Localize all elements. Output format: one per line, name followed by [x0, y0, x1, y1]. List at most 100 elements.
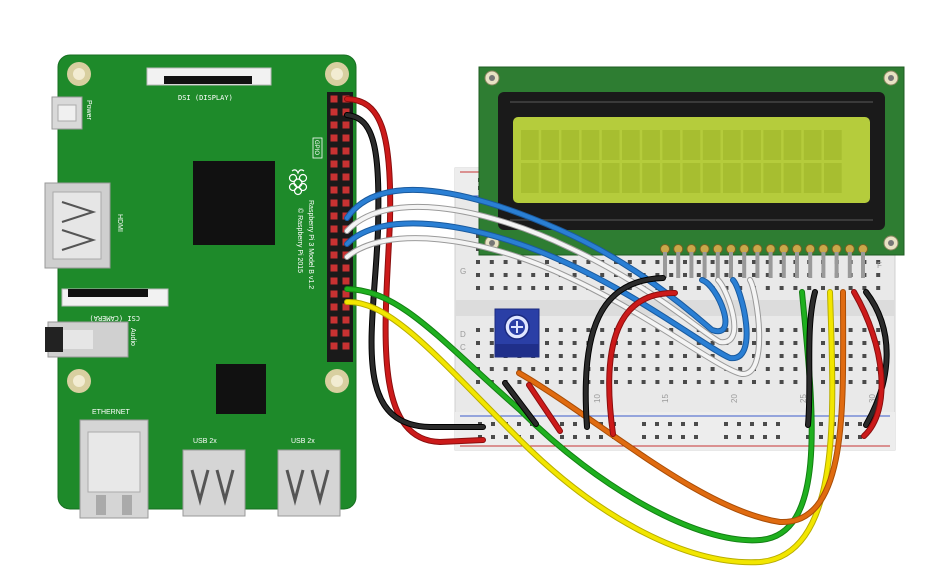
breadboard-hole	[558, 380, 563, 384]
col-number-30: 30	[868, 394, 877, 403]
col-number-20: 20	[730, 394, 739, 403]
rail-hole	[858, 422, 862, 426]
rail-hole	[776, 435, 780, 439]
gpio-pin	[342, 186, 350, 194]
breadboard-hole	[779, 341, 784, 345]
breadboard-hole	[683, 367, 687, 371]
breadboard-hole	[779, 328, 784, 332]
lcd-pin-leg	[781, 252, 786, 278]
lcd-cell	[763, 163, 782, 193]
rail-hole	[668, 422, 672, 426]
breadboard-hole	[558, 341, 563, 345]
lcd-cell	[723, 130, 741, 160]
breadboard-hole	[710, 341, 715, 345]
breadboard-hole	[545, 286, 549, 290]
gpio-pin	[342, 108, 350, 116]
gpio-pin	[330, 173, 338, 181]
lcd-cell	[783, 163, 802, 193]
gpio-pin	[330, 264, 338, 272]
breadboard-hole	[779, 354, 784, 358]
breadboard-hole	[876, 286, 881, 290]
breadboard-hole	[641, 354, 646, 358]
breadboard-hole	[627, 260, 632, 264]
breadboard-hole	[572, 354, 577, 358]
breadboard-hole	[738, 260, 743, 264]
breadboard-hole	[765, 380, 770, 384]
breadboard-hole	[696, 380, 701, 384]
lcd-cell	[561, 163, 580, 193]
breadboard-hole	[531, 273, 536, 277]
lcd-pin-leg	[715, 252, 720, 278]
power-connector: Power	[51, 96, 92, 130]
breadboard-hole	[834, 286, 839, 290]
raspberry-pi-board: DSI (DISPLAY) Power HDMI CSI (CAMERA) Au…	[44, 54, 357, 519]
soc-chip	[193, 161, 275, 245]
lcd-cell	[642, 163, 660, 193]
breadboard-hole	[862, 354, 867, 358]
lcd-pin-leg	[808, 252, 813, 278]
breadboard-hole	[489, 354, 494, 358]
breadboard-hole	[793, 341, 798, 345]
breadboard-hole	[641, 328, 646, 332]
lcd-pin-leg	[663, 252, 667, 278]
potentiometer	[494, 308, 540, 358]
rail-hole	[750, 435, 754, 439]
breadboard-hole	[531, 367, 536, 371]
breadboard-hole	[545, 328, 549, 332]
breadboard-hole	[641, 367, 646, 371]
breadboard-hole	[476, 273, 480, 277]
breadboard-hole	[669, 260, 674, 264]
breadboard-hole	[876, 260, 881, 264]
lcd-pin-leg	[821, 252, 826, 278]
breadboard-hole	[765, 260, 770, 264]
breadboard-hole	[572, 341, 577, 345]
gpio-pin	[330, 199, 338, 207]
breadboard-hole	[614, 380, 618, 384]
breadboard-hole	[765, 286, 770, 290]
breadboard-hole	[765, 354, 770, 358]
usb-right-label: USB 2x	[291, 438, 315, 445]
breadboard-hole	[862, 286, 867, 290]
rail-hole	[599, 435, 603, 439]
gpio-pin	[330, 95, 338, 103]
rail-hole	[573, 435, 577, 439]
rail-hole	[642, 422, 646, 426]
row-letter-g: G	[460, 267, 466, 276]
gpio-pin	[342, 277, 350, 285]
rail-hole	[530, 435, 534, 439]
breadboard-hole	[503, 367, 508, 371]
breadboard-hole	[655, 260, 660, 264]
rail-hole	[655, 422, 659, 426]
lcd-pin-leg	[755, 252, 760, 278]
breadboard-hole	[752, 273, 756, 277]
breadboard-hole	[517, 380, 522, 384]
breadboard-hole	[627, 354, 632, 358]
gpio-pin	[342, 147, 350, 155]
breadboard-hole	[558, 328, 563, 332]
breadboard-hole	[572, 380, 577, 384]
gpio-label-box: GPIO	[312, 137, 323, 159]
breadboard-hole	[669, 380, 674, 384]
lcd-pin-leg	[689, 252, 694, 278]
breadboard-hole	[476, 380, 480, 384]
lcd-pin-leg	[768, 252, 773, 278]
breadboard-hole	[655, 354, 660, 358]
gpio-pin	[330, 147, 338, 155]
gpio-pin	[342, 173, 350, 181]
breadboard-hole	[821, 380, 825, 384]
ethernet-port: ETHERNET	[79, 409, 149, 519]
breadboard-hole	[655, 273, 660, 277]
breadboard-hole	[531, 286, 536, 290]
breadboard-hole	[752, 380, 756, 384]
breadboard-hole	[545, 380, 549, 384]
breadboard-hole	[600, 367, 605, 371]
breadboard-hole	[779, 367, 784, 371]
breadboard-hole	[517, 260, 522, 264]
row-letter-f: F	[877, 261, 882, 270]
wires	[344, 96, 890, 566]
gpio-pin	[330, 329, 338, 337]
breadboard-hole	[862, 328, 867, 332]
breadboard-hole	[614, 367, 618, 371]
breadboard-hole	[793, 354, 798, 358]
gpio-pin	[330, 121, 338, 129]
